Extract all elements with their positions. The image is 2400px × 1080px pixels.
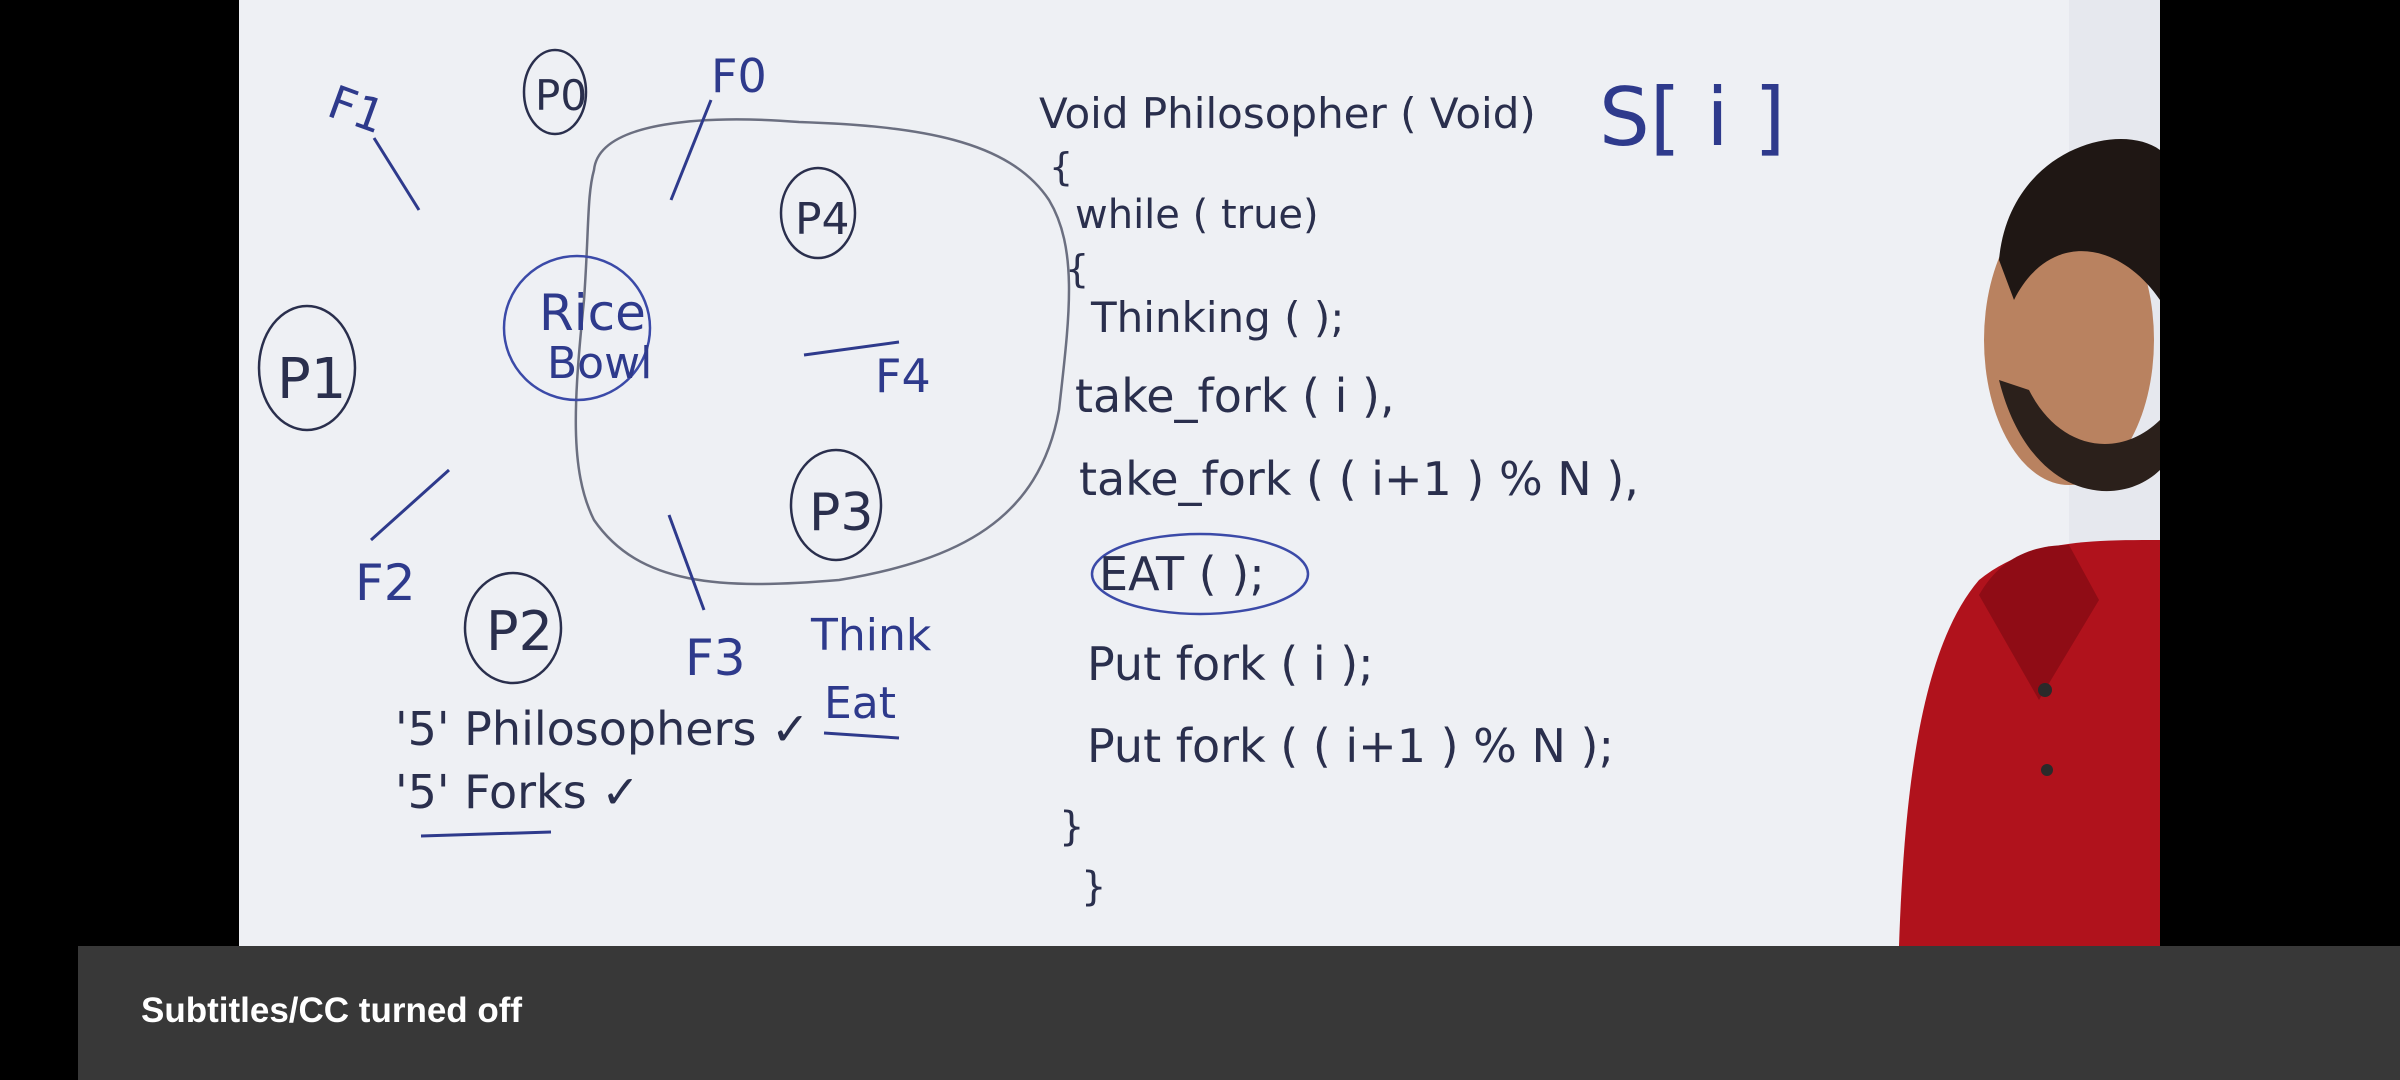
whiteboard: Rice Bowl P0 P1 P2 P3 P4 F0 F1 F2 F3 [239,0,2160,946]
code-line-10: Put fork ( ( i+1 ) % N ); [1087,719,1614,773]
eat-note: Eat [824,678,896,729]
fork-f2-stroke [369,468,451,542]
philosopher-p3-label: P3 [809,483,873,543]
philosopher-circle-p3 [789,448,883,562]
think-note: Think [810,610,932,661]
fork-f4-stroke [803,340,900,357]
fork-f3-stroke [667,514,706,611]
eat-underline [823,731,900,740]
whiteboard-drawing: Rice Bowl P0 P1 P2 P3 P4 F0 F1 F2 F3 [257,0,2160,946]
semaphore-array-label: S[ i ] [1599,71,1785,164]
code-line-12: } [1081,864,1106,910]
philosophers-count-note: '5' Philosophers ✓ [395,702,810,756]
fork-f3-label: F3 [685,629,746,687]
code-line-3: while ( true) [1075,192,1319,238]
philosopher-p1-label: P1 [277,347,346,412]
code-line-1: Void Philosopher ( Void) [1039,89,1536,138]
philosopher-p0-label: P0 [535,71,587,120]
code-line-2: { [1049,145,1073,189]
rice-bowl-circle [502,254,652,402]
philosopher-circle-p2 [463,571,563,685]
forks-count-note: '5' Forks ✓ [395,765,640,819]
presenter-figure [1899,0,2160,946]
table-outline [574,118,1071,586]
fork-f4-label: F4 [875,349,931,403]
code-line-8: EAT ( ); [1099,547,1265,601]
subtitle-status-bar: Subtitles/CC turned off [78,946,2400,1080]
subtitle-status-text: Subtitles/CC turned off [141,991,523,1030]
philosopher-circle-p4 [779,166,857,260]
fork-f2-label: F2 [355,554,416,612]
philosopher-circle-p1 [257,304,357,432]
code-line-9: Put fork ( i ); [1087,637,1374,691]
forks-underline [420,830,552,838]
eat-highlight-circle [1090,532,1310,616]
code-line-5: Thinking ( ); [1090,293,1344,342]
fork-f0-label: F0 [711,49,767,103]
philosopher-circle-p0 [522,48,588,136]
bowl-label: Bowl [547,338,652,389]
fork-f1-stroke [372,137,421,211]
fork-f1-label: F1 [321,75,392,145]
rice-label: Rice [539,284,646,342]
code-line-11: } [1059,804,1084,850]
fork-f0-stroke [669,99,713,201]
code-line-4: { [1065,247,1089,291]
philosopher-p2-label: P2 [486,600,553,663]
philosopher-p4-label: P4 [795,194,850,245]
code-line-6: take_fork ( i ), [1075,369,1395,423]
code-line-7: take_fork ( ( i+1 ) % N ), [1079,452,1639,506]
